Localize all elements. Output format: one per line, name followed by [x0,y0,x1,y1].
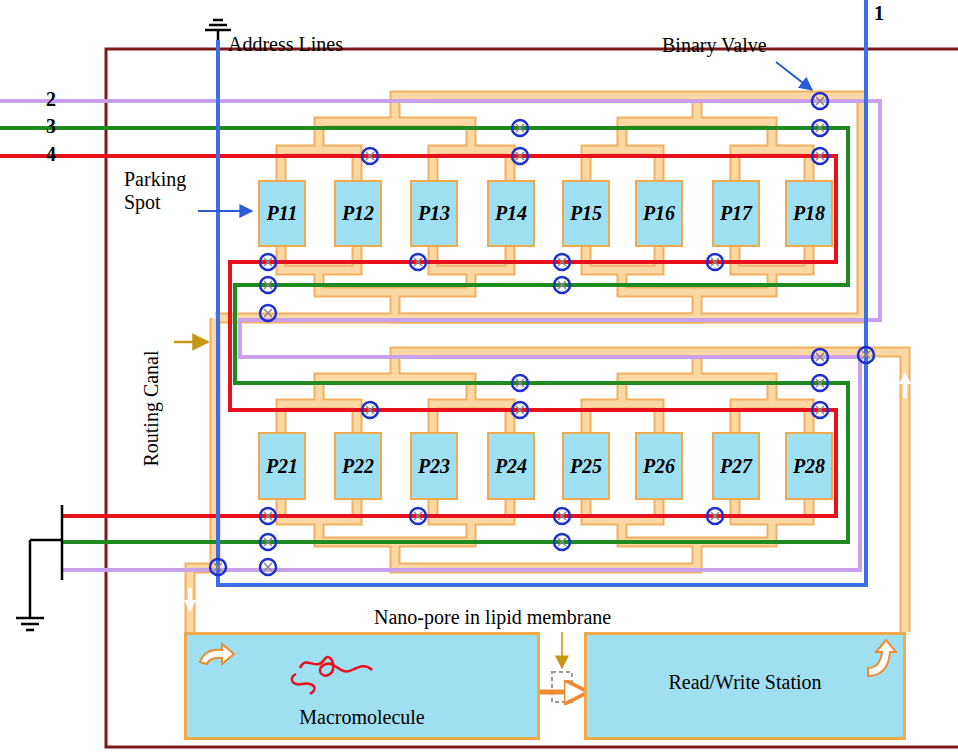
parking-spot: P13 [410,180,458,247]
routing-canals [190,96,905,632]
callout-label: Binary Valve [662,34,767,57]
leader-arrow [561,632,563,668]
spot-label: P28 [793,455,825,478]
station-label: Macromolecule [299,706,425,729]
parking-spot: P28 [785,432,833,500]
canal-fill [281,352,905,632]
parking-spot: P27 [712,432,760,500]
binary-valve [554,534,570,550]
parking-spot: P25 [562,432,610,500]
binary-valve [512,148,528,164]
binary-valve [260,559,276,575]
parking-spot: P12 [334,180,382,247]
binary-valve [554,254,570,270]
binary-valve [554,277,570,293]
binary-valve [512,375,528,391]
nano-pore [552,672,572,702]
binary-valve [812,93,828,109]
binary-valve [260,254,276,270]
spot-label: P12 [342,202,374,225]
leader-arrow [198,210,252,212]
parking-spot: P16 [635,180,683,247]
address-line [0,156,836,516]
binary-valves [210,93,874,575]
binary-valve [260,305,276,321]
pore-flow-arrow [540,690,586,695]
spot-label: P26 [643,455,675,478]
binary-valve [812,375,828,391]
binary-valve [512,120,528,136]
spot-label: P22 [342,455,374,478]
parking-spot: P14 [487,180,535,247]
line-number: 3 [46,115,56,138]
parking-spot: P11 [258,180,306,247]
binary-valve [812,402,828,418]
spot-label: P16 [643,202,675,225]
leader-arrow [776,62,812,90]
canal-edge [281,352,905,632]
binary-valve [707,254,723,270]
station-box: Macromolecule [184,632,540,740]
line-number: 2 [46,88,56,111]
spot-label: P21 [266,455,298,478]
leader-arrow [174,341,208,344]
parking-spot: P18 [785,180,833,247]
parking-spot: P15 [562,180,610,247]
parking-spot: P23 [410,432,458,500]
binary-valve [260,508,276,524]
callout-label: Routing Canal [140,344,163,474]
line-number: 1 [874,2,884,25]
parking-spot: P21 [258,432,306,500]
housing-outline [106,49,958,747]
spot-label: P14 [495,202,527,225]
spot-label: P11 [266,202,297,225]
binary-valve [260,534,276,550]
ground-symbol [16,505,62,630]
ground-symbol [205,20,231,40]
parking-spot: P26 [635,432,683,500]
binary-valve [362,402,378,418]
binary-valve [812,120,828,136]
callout-label: Nano-pore in lipid membrane [374,606,611,629]
binary-valve [554,508,570,524]
binary-valve [812,349,828,365]
binary-valve [410,254,426,270]
binary-valve [512,402,528,418]
binary-valve [858,347,874,363]
spot-label: P23 [418,455,450,478]
spot-label: P17 [720,202,752,225]
station-box: Read/Write Station [584,632,906,740]
spot-label: P15 [570,202,602,225]
binary-valve [812,148,828,164]
callout-label: Parking Spot [124,168,200,214]
address-line [218,0,866,585]
parking-spot: P17 [712,180,760,247]
flow-arrow [899,372,911,398]
address-line [0,128,848,542]
parking-spot: P22 [334,432,382,500]
spot-label: P24 [495,455,527,478]
address-lines [0,0,880,585]
binary-valve [260,277,276,293]
binary-valve [410,508,426,524]
spot-label: P27 [720,455,752,478]
callout-label: Address Lines [228,33,343,56]
station-label: Read/Write Station [668,671,821,694]
binary-valve [210,559,226,575]
address-line [0,101,880,570]
flow-arrow [184,588,196,612]
binary-valve [362,148,378,164]
canal-fill [281,247,809,318]
spot-label: P25 [570,455,602,478]
parking-spot: P24 [487,432,535,500]
spot-label: P18 [793,202,825,225]
canal-edge [281,247,809,318]
binary-valve [707,508,723,524]
line-number: 4 [46,143,56,166]
spot-label: P13 [418,202,450,225]
